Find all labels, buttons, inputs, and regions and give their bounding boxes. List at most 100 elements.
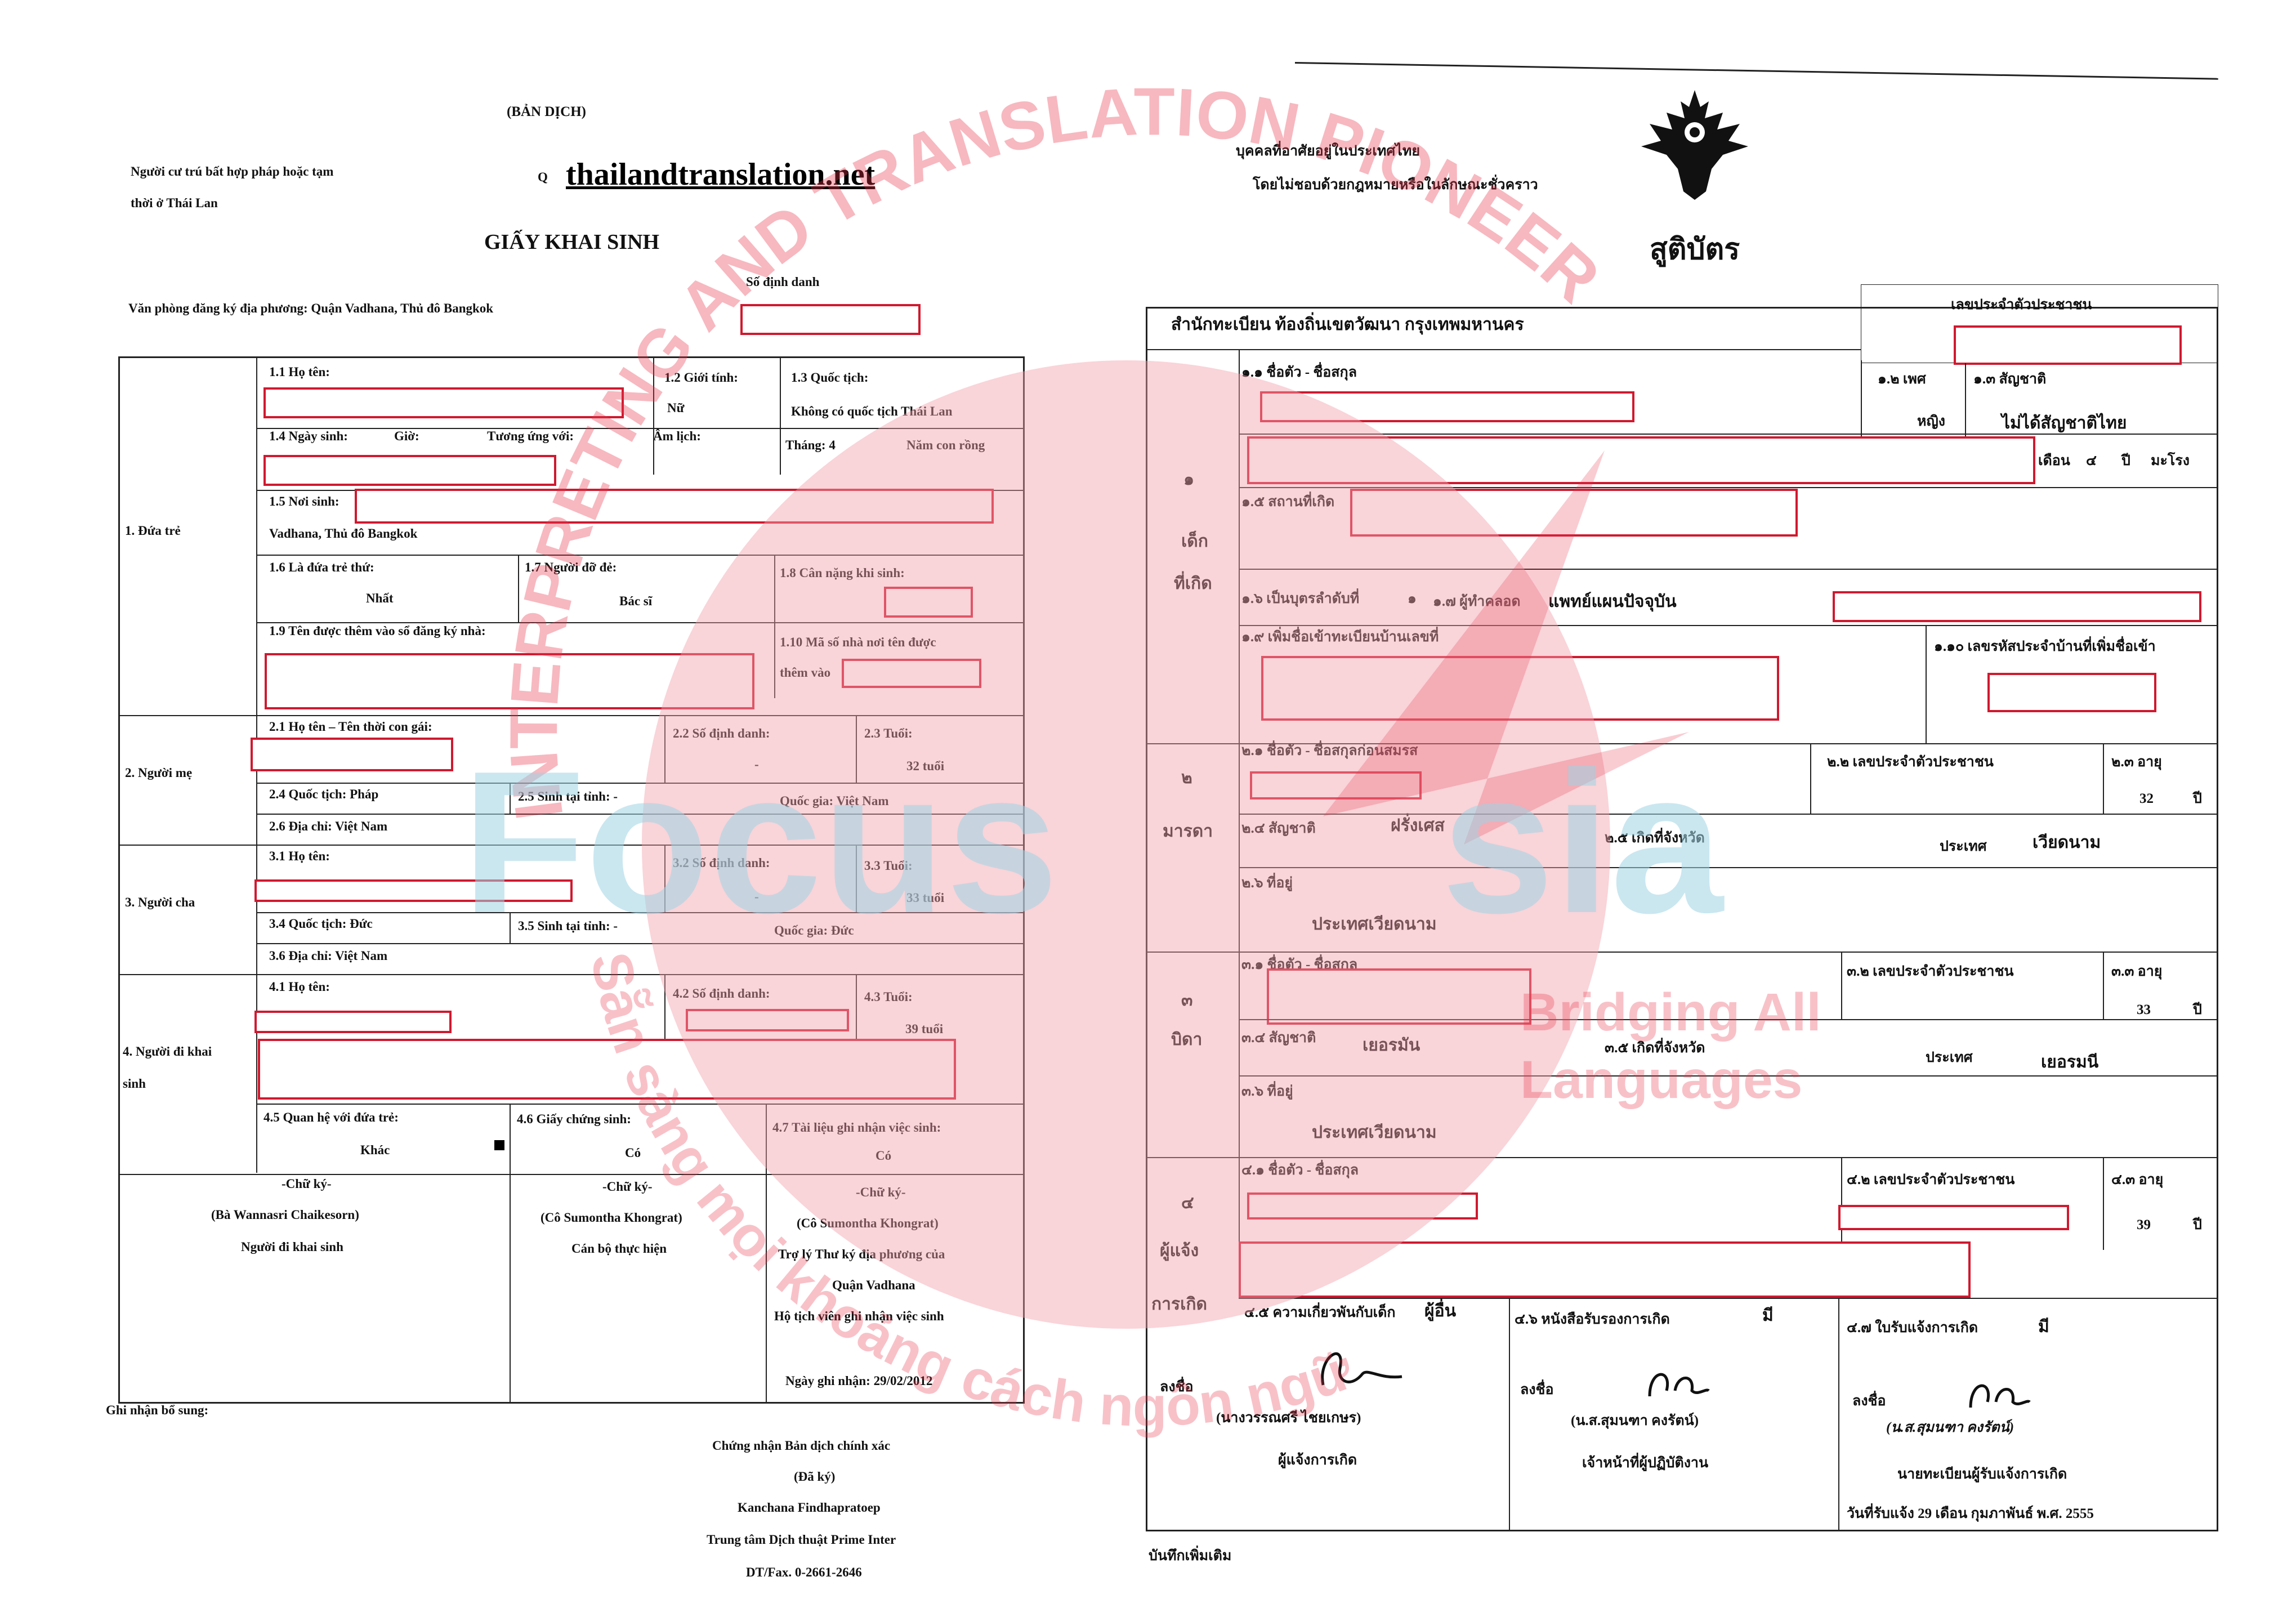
form-table [118,356,1025,1404]
sig2-name: (Cô Sumontha Khongrat) [541,1211,682,1225]
thai-sig3-role: นายทะเบียนผู้รับแจ้งการเกิด [1897,1467,2067,1482]
thai-delivered-by-value: แพทย์แผนปัจจุบัน [1548,592,1677,611]
sig3-registrar: Hộ tịch viên ghi nhận việc sinh [774,1309,944,1323]
thai-father-nationality-value: เยอรมัน [1363,1036,1421,1055]
redacted-thai-father-name [1267,968,1531,1025]
field-informant-id: 4.2 Số định danh: [673,986,770,1000]
thai-sec3-num: ๓ [1181,991,1193,1010]
field-lunar: Âm lịch: [653,429,701,443]
field-birth-certificate-value: Có [625,1146,641,1160]
thai-year-label: ปี [2121,453,2130,468]
additional-notes: Ghi nhận bổ sung: [106,1403,209,1417]
redacted-father-name [254,879,573,902]
thai-informant-id: ๔.๒ เลขประจำตัวประชาชน [1847,1172,2015,1187]
thai-sec4-num: ๔ [1181,1194,1194,1212]
header-resident-2: thời ở Thái Lan [131,196,218,210]
field-equivalent: Tương ứng với: [487,429,574,443]
registry-office: Văn phòng đăng ký địa phương: Quận Vadha… [128,301,494,315]
thai-child-order: ๑.๖ เป็นบุตรลำดับที่ [1241,591,1360,606]
sig1-role: Người đi khai sinh [241,1240,343,1254]
cert-line-1: Chứng nhận Bản dịch chính xác [712,1439,891,1453]
sig1-label: -Chữ ký- [282,1177,332,1191]
thai-mother-nationality-value: ฝรั่งเศส [1391,816,1445,835]
section-child-label: 1. Đứa trẻ [125,524,181,538]
thai-birth-record: ๔.๗ ใบรับแจ้งการเกิด [1847,1320,1978,1335]
redacted-thai-informant-name [1247,1192,1478,1220]
field-birth-weight: 1.8 Cân nặng khi sinh: [780,566,905,580]
field-mother-age: 2.3 Tuổi: [864,726,913,740]
sig2-label: -Chữ ký- [602,1180,653,1194]
field-mother-name: 2.1 Họ tên – Tên thời con gái: [269,720,432,734]
thai-sec2-label: มารดา [1163,822,1213,841]
section-informant-label-2: sinh [123,1077,146,1091]
thai-delivered-by: ๑.๗ ผู้ทำคลอด [1433,594,1521,609]
field-relationship: 4.5 Quan hệ với đứa trẻ: [263,1110,399,1124]
field-informant-age: 4.3 Tuổi: [864,990,913,1004]
header-resident: Người cư trú bất hợp pháp hoặc tạm [131,164,334,178]
field-nationality: 1.3 Quốc tịch: [791,370,869,385]
thai-relationship-value: ผู้อื่น [1424,1302,1457,1320]
field-hour: Giờ: [394,429,419,443]
section-father-label: 3. Người cha [125,895,195,909]
thai-sec4-label: ผู้แจ้ง [1160,1241,1199,1260]
redacted-thai-weight [1833,591,2201,622]
thai-mother-age: ๒.๓ อายุ [2111,754,2162,770]
field-sex: 1.2 Giới tính: [664,370,738,385]
thai-sec1-label-2: ที่เกิด [1174,574,1212,593]
redacted-thai-id [1954,325,2182,365]
thai-mother-name: ๒.๑ ชื่อตัว - ชื่อสกุลก่อนสมรส [1241,743,1418,758]
thai-sig1-name: (นางวรรณศรี ไชยเกษร) [1216,1410,1361,1426]
thai-child-name: ๑.๑ ชื่อตัว - ชื่อสกุล [1241,365,1357,380]
thai-father-country: เยอรมนี [2041,1053,2099,1071]
thai-father-age-value: 33 [2137,1002,2151,1017]
sig3-district: Quận Vadhana [832,1278,915,1292]
sig3-role: Trợ lý Thư ký địa phương của [778,1247,945,1261]
thai-father-id: ๓.๒ เลขประจำตัวประชาชน [1847,964,2014,979]
field-father-age-value: 33 tuổi [906,891,945,905]
field-house-code: 1.10 Mã số nhà nơi tên được [780,635,936,649]
section-mother-label: 2. Người mẹ [125,766,193,780]
thai-informant-age: ๔.๓ อายุ [2111,1172,2164,1187]
thai-year-value: มะโรง [2151,453,2190,468]
thai-house-registry: ๑.๙ เพิ่มชื่อเข้าทะเบียนบ้านเลขที่ [1241,629,1439,645]
signature-3 [1969,1384,2031,1408]
field-father-id: 3.2 Số định danh: [673,856,770,870]
field-birth-record: 4.7 Tài liệu ghi nhận việc sinh: [772,1120,941,1134]
field-month: Tháng: 4 [785,438,836,452]
website-prefix: Q [538,170,548,184]
thai-father-nationality: ๓.๔ สัญชาติ [1241,1030,1316,1046]
thai-form-table [1146,307,2218,1531]
cert-line-2: (Đã ký) [794,1469,836,1484]
field-delivered-by: 1.7 Người đỡ đẻ: [525,560,617,574]
field-delivered-by-value: Bác sĩ [619,594,653,608]
thai-father-age-unit: ปี [2193,1002,2202,1017]
thai-mother-address: ๒.๖ ที่อยู่ [1241,876,1293,891]
field-mother-age-value: 32 tuổi [906,759,945,773]
cert-line-5: DT/Fax. 0-2661-2646 [746,1565,862,1579]
thai-sig2-label: ลงชื่อ [1520,1382,1554,1397]
field-mother-id-value: - [754,757,759,771]
thai-sig3-label: ลงชื่อ [1852,1393,1886,1409]
redacted-birth-weight [884,587,973,618]
thai-father-country-label: ประเทศ [1926,1050,1973,1065]
redacted-thai-child-name [1260,391,1634,422]
redacted-thai-informant-address [1239,1241,1971,1298]
website-link[interactable]: thailandtranslation.net [566,157,875,192]
field-house-registry: 1.9 Tên được thêm vào sổ đăng ký nhà: [269,624,486,638]
redacted-informant-id [686,1009,849,1031]
redacted-house-registry [265,653,754,709]
thai-mother-country: เวียดนาม [2033,833,2101,852]
thai-mother-address-value: ประเทศเวียดนาม [1312,915,1437,933]
thai-month-label: เดือน [2038,453,2070,468]
field-father-age: 3.3 Tuổi: [864,859,913,873]
sig3-label: -Chữ ký- [856,1185,906,1199]
field-nationality-value: Không có quốc tịch Thái Lan [791,404,953,418]
thai-child-order-value: ๑ [1408,591,1417,606]
redacted-thai-house [1261,656,1779,721]
thai-mother-country-label: ประเทศ [1940,839,1987,854]
thai-sex-value: หญิง [1917,414,1945,429]
thai-nationality: ๑.๓ สัญชาติ [1973,372,2047,387]
thai-sec1-num: ๑ [1183,470,1195,489]
redacted-thai-mother-name [1250,771,1422,799]
thai-sec2-num: ๒ [1181,769,1192,787]
